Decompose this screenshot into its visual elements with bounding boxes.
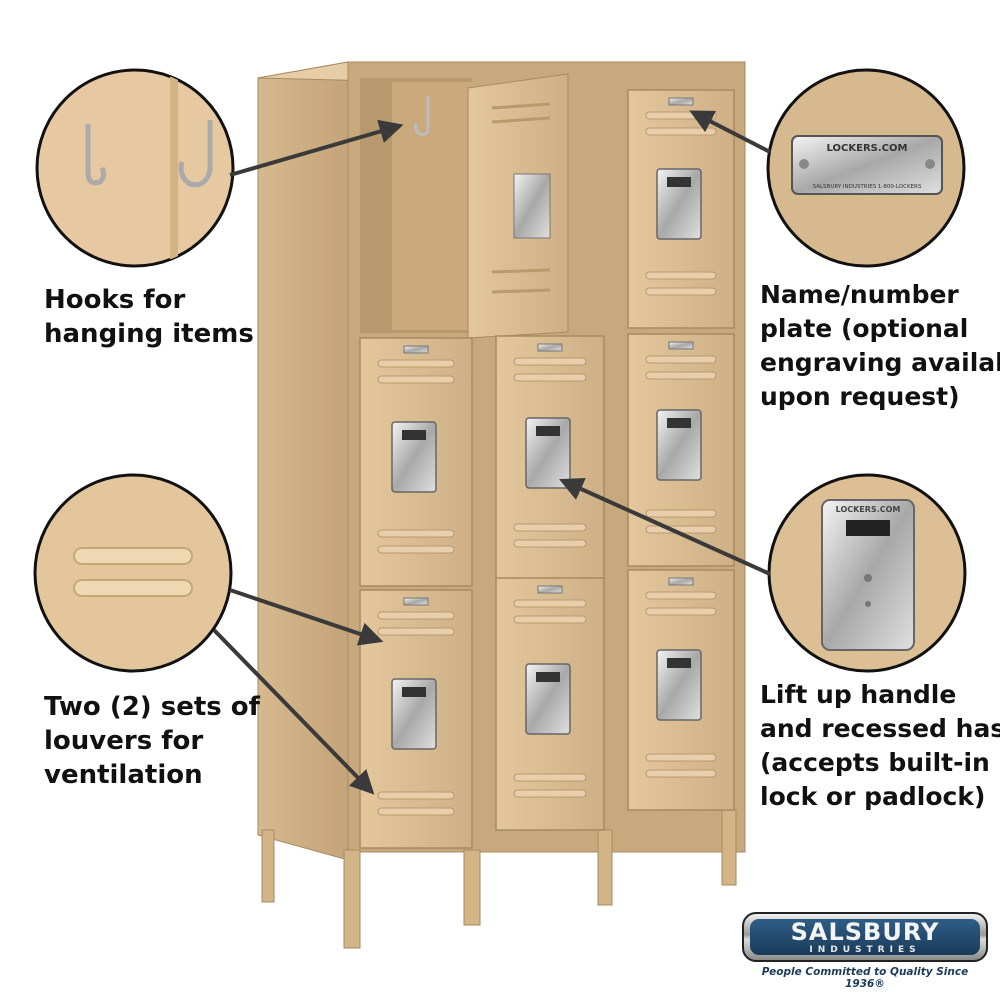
locker-door[interactable] bbox=[359, 589, 473, 849]
louver bbox=[645, 371, 717, 380]
louver bbox=[513, 599, 587, 608]
hasp-detail-callout: LOCKERS.COM bbox=[767, 473, 967, 673]
salsbury-logo: SALSBURY INDUSTRIES People Committed to … bbox=[742, 912, 988, 990]
louver bbox=[513, 773, 587, 782]
louvers-detail-callout bbox=[33, 473, 233, 673]
logo-sub: INDUSTRIES bbox=[809, 945, 921, 955]
louver bbox=[377, 359, 455, 368]
louver bbox=[513, 789, 587, 798]
arrow-hooks bbox=[229, 119, 404, 177]
locker-door[interactable] bbox=[495, 577, 605, 831]
arrow-louvers-bottom bbox=[212, 628, 375, 795]
louver bbox=[513, 373, 587, 382]
caption-line: ventilation bbox=[44, 760, 203, 790]
hooks-detail-callout bbox=[35, 68, 235, 268]
number-plate bbox=[403, 597, 429, 606]
name-plate bbox=[791, 135, 943, 195]
hook bbox=[414, 96, 430, 136]
louver bbox=[377, 375, 455, 384]
leg bbox=[721, 809, 737, 886]
locker-side-panel bbox=[257, 61, 349, 861]
locker-door[interactable] bbox=[359, 337, 473, 587]
hasp-slot bbox=[667, 418, 691, 428]
louver bbox=[645, 769, 717, 778]
locker-door[interactable] bbox=[627, 333, 735, 567]
plate-detail-callout: LOCKERS.COM SALSBURY INDUSTRIES 1-800-LO… bbox=[766, 68, 966, 268]
number-plate bbox=[403, 345, 429, 354]
locker-bank bbox=[257, 61, 746, 949]
arrow-hasp bbox=[559, 477, 771, 576]
leg bbox=[261, 829, 275, 903]
caption-line: Lift up handle bbox=[760, 680, 957, 709]
louver bbox=[513, 615, 587, 624]
arrow-plate bbox=[689, 110, 771, 154]
louver bbox=[377, 807, 455, 816]
caption-line: Two (2) sets of bbox=[44, 692, 260, 722]
caption-name-plate: Name/number plate (optional engraving av… bbox=[760, 278, 1000, 414]
hasp-slot bbox=[536, 672, 560, 682]
louver bbox=[645, 607, 717, 616]
louver bbox=[513, 357, 587, 366]
number-plate bbox=[668, 341, 694, 350]
louver bbox=[377, 611, 455, 620]
number-plate bbox=[668, 97, 694, 106]
caption-hooks: Hooks for hanging items bbox=[44, 283, 254, 351]
louver bbox=[377, 545, 455, 554]
locker-door[interactable] bbox=[627, 89, 735, 329]
plate-text-2: SALSBURY INDUSTRIES 1-800-LOCKERS bbox=[813, 184, 922, 190]
louver bbox=[645, 287, 717, 296]
locker-door[interactable] bbox=[495, 335, 605, 581]
caption-handle: Lift up handle and recessed hasp (accept… bbox=[760, 678, 1000, 814]
hasp-slot bbox=[536, 426, 560, 436]
caption-line: and recessed hasp bbox=[760, 714, 1000, 743]
caption-louvers: Two (2) sets of louvers for ventilation bbox=[44, 690, 260, 792]
louver bbox=[645, 271, 717, 280]
logo-brand: SALSBURY bbox=[790, 918, 940, 946]
leg bbox=[597, 829, 613, 906]
hasp-text: LOCKERS.COM bbox=[836, 505, 901, 514]
caption-line: louvers for bbox=[44, 726, 204, 756]
hasp-slot bbox=[402, 687, 426, 697]
louver bbox=[377, 529, 455, 538]
callout-arrows bbox=[212, 110, 771, 795]
caption-line: Hooks for bbox=[44, 285, 186, 315]
leg bbox=[343, 849, 361, 949]
arrow-louvers-top bbox=[229, 588, 384, 646]
caption-line: upon request) bbox=[760, 382, 960, 411]
louver bbox=[377, 627, 455, 636]
caption-line: plate (optional bbox=[760, 314, 969, 343]
number-plate bbox=[668, 577, 694, 586]
hasp-slot bbox=[667, 177, 691, 187]
louver bbox=[645, 753, 717, 762]
louver bbox=[645, 509, 717, 518]
logo-inner: SALSBURY INDUSTRIES bbox=[750, 919, 980, 955]
louver bbox=[513, 523, 587, 532]
caption-line: (accepts built-in bbox=[760, 748, 990, 777]
louver bbox=[513, 539, 587, 548]
number-plate bbox=[537, 343, 563, 352]
logo-plate: SALSBURY INDUSTRIES bbox=[742, 912, 988, 962]
louver bbox=[645, 127, 717, 136]
caption-line: hanging items bbox=[44, 319, 254, 349]
hasp-slot bbox=[402, 430, 426, 440]
louver bbox=[645, 355, 717, 364]
locker-door[interactable] bbox=[627, 569, 735, 811]
number-plate bbox=[537, 585, 563, 594]
leg bbox=[463, 849, 481, 926]
door-hasp bbox=[513, 173, 551, 239]
plate-text-1: LOCKERS.COM bbox=[827, 143, 908, 154]
caption-line: Name/number bbox=[760, 280, 959, 309]
louver bbox=[377, 791, 455, 800]
hasp-slot bbox=[667, 658, 691, 668]
caption-line: lock or padlock) bbox=[760, 782, 986, 811]
louver bbox=[645, 591, 717, 600]
caption-line: engraving available bbox=[760, 348, 1000, 377]
logo-tagline: People Committed to Quality Since 1936® bbox=[761, 966, 969, 990]
